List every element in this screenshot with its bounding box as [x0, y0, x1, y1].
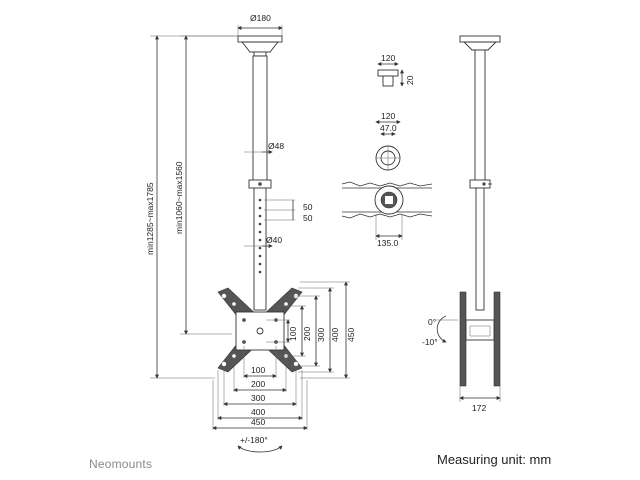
rotation-label: +/-180° — [240, 435, 268, 445]
hole-spacing-2: 50 — [303, 213, 313, 223]
clamp-detail: 135.0 — [341, 181, 433, 248]
cap-height: 20 — [405, 75, 415, 85]
lower-pole — [248, 179, 272, 311]
vesa-v-400: 400 — [330, 328, 340, 342]
vesa-bracket — [217, 287, 303, 373]
flange-inner: 47.0 — [380, 123, 397, 133]
ceiling-plate — [237, 35, 283, 57]
total-height-range: min1285~max1785 — [145, 182, 155, 255]
vesa-vertical-dims: 100 200 300 400 450 — [266, 281, 356, 379]
vesa-v-450: 450 — [346, 328, 356, 342]
vesa-h-100: 100 — [251, 365, 265, 375]
vesa-h-400: 400 — [251, 407, 265, 417]
detail-views: 120 20 120 47.0 135.0 — [341, 53, 433, 248]
tilt-up: 0° — [428, 317, 436, 327]
vesa-v-100: 100 — [288, 327, 298, 341]
vesa-horizontal-dims: 100 200 300 400 450 — [212, 346, 308, 430]
tilt-indicator: 0° -10° — [422, 315, 458, 347]
vesa-v-200: 200 — [302, 327, 312, 341]
vesa-h-300: 300 — [251, 393, 265, 403]
side-screen — [459, 291, 501, 387]
upper-pole-diameter: Ø48 — [268, 141, 284, 151]
side-depth: 172 — [472, 403, 486, 413]
rotation-indicator: +/-180° — [237, 435, 283, 453]
ceiling-plate-diameter: Ø180 — [250, 13, 271, 23]
brand-name: Neomounts — [89, 457, 153, 471]
lower-pole-diameter: Ø40 — [266, 235, 282, 245]
vesa-v-300: 300 — [316, 328, 326, 342]
tilt-down: -10° — [422, 337, 438, 347]
flange-detail: 120 47.0 — [375, 111, 401, 171]
vesa-h-200: 200 — [251, 379, 265, 389]
side-view: 0° -10° 172 — [422, 35, 501, 413]
front-view: Ø180 Ø48 50 50 — [145, 13, 356, 453]
cap-width: 120 — [381, 53, 395, 63]
hole-spacing-1: 50 — [303, 202, 313, 212]
pole-height-range: min1060~max1560 — [174, 161, 184, 234]
cap-detail: 120 20 — [377, 53, 415, 87]
upper-pole — [252, 55, 268, 183]
clamp-width: 135.0 — [377, 238, 399, 248]
units-label: Measuring unit: mm — [437, 452, 552, 467]
vesa-h-450: 450 — [251, 417, 265, 427]
flange-width: 120 — [381, 111, 395, 121]
